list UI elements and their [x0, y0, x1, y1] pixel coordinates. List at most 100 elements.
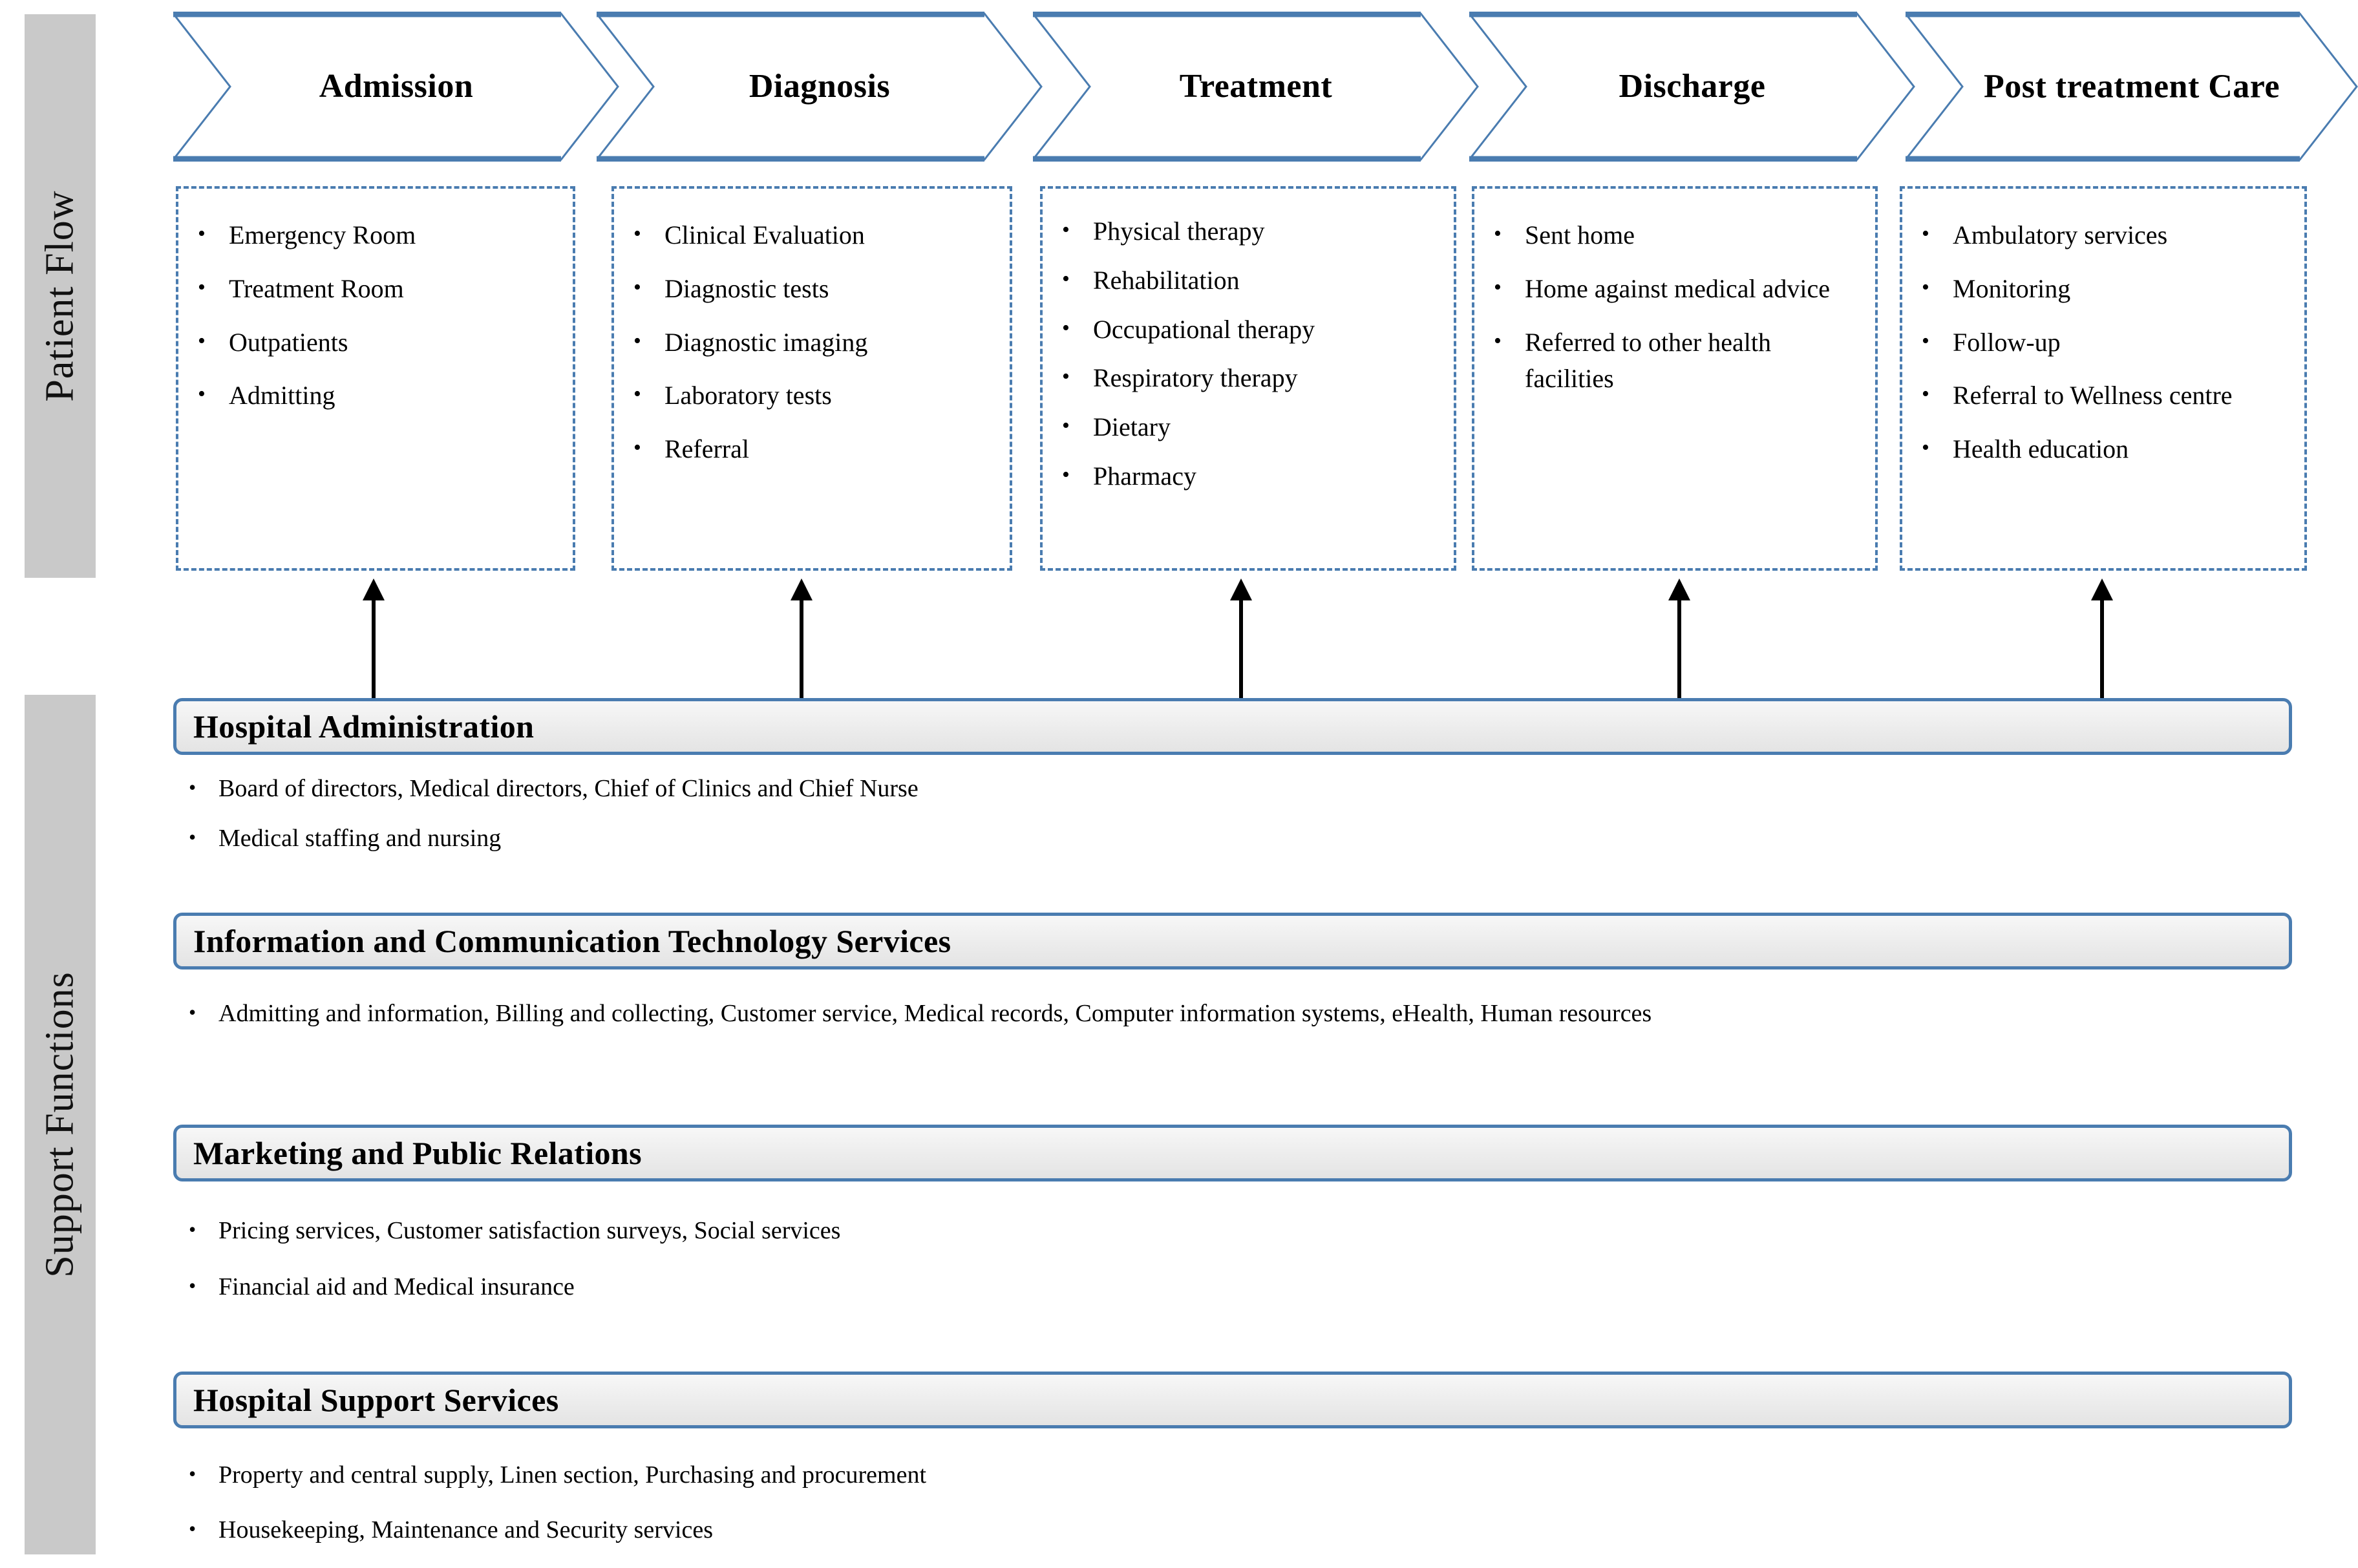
support-to-stage-arrow — [2100, 598, 2104, 703]
list-item: •Outpatients — [198, 324, 557, 361]
list-item: •Board of directors, Medical directors, … — [189, 772, 2292, 806]
stage-item-list: •Clinical Evaluation •Diagnostic tests •… — [614, 189, 1010, 468]
stage-chevron-discharge[interactable]: Discharge — [1469, 12, 1915, 162]
list-item: •Rehabilitation — [1062, 262, 1438, 299]
chevron-shape-icon — [1469, 12, 1915, 162]
bullet-icon: • — [1062, 218, 1070, 242]
bullet-icon: • — [189, 1001, 197, 1024]
stage-detail-box-treatment: •Physical therapy •Rehabilitation •Occup… — [1040, 186, 1456, 571]
stage-chevron-label: Admission — [319, 67, 474, 105]
bullet-icon: • — [198, 328, 206, 353]
support-item-list: •Pricing services, Customer satisfaction… — [173, 1181, 2292, 1304]
list-item: •Dietary — [1062, 409, 1438, 446]
bullet-icon: • — [1494, 328, 1502, 353]
bullet-icon: • — [1062, 315, 1070, 340]
bullet-icon: • — [633, 275, 641, 299]
support-group-title: Hospital Support Services — [193, 1382, 559, 1418]
bullet-icon: • — [1062, 414, 1070, 438]
list-item: •Respiratory therapy — [1062, 360, 1438, 397]
stage-item-list: •Emergency Room •Treatment Room •Outpati… — [178, 189, 573, 414]
list-item: •Diagnostic tests — [633, 271, 994, 308]
bullet-icon: • — [633, 328, 641, 353]
support-group-hospital-support-services: Hospital Support Services •Property and … — [173, 1372, 2292, 1563]
band-patient-flow-label: Patient Flow — [37, 190, 82, 402]
support-to-stage-arrow — [372, 598, 376, 703]
support-group-header[interactable]: Information and Communication Technology… — [173, 913, 2292, 969]
list-item: •Medical staffing and nursing — [189, 821, 2292, 856]
stage-detail-box-discharge: •Sent home •Home against medical advice … — [1472, 186, 1878, 571]
stage-item-list: •Ambulatory services •Monitoring •Follow… — [1902, 189, 2304, 468]
list-item: •Referred to other health facilities — [1494, 324, 1860, 398]
stage-chevron-post-treatment-care[interactable]: Post treatment Care — [1906, 12, 2358, 162]
bullet-icon: • — [1922, 328, 1929, 353]
list-item: •Treatment Room — [198, 271, 557, 308]
list-item: •Physical therapy — [1062, 213, 1438, 250]
support-to-stage-arrow — [1677, 598, 1681, 703]
bullet-icon: • — [189, 1517, 197, 1541]
bullet-icon: • — [1922, 382, 1929, 407]
support-to-stage-arrow — [1239, 598, 1243, 703]
bullet-icon: • — [189, 776, 197, 799]
band-support-functions-label: Support Functions — [37, 971, 82, 1278]
list-item: •Financial aid and Medical insurance — [189, 1270, 2292, 1304]
bullet-icon: • — [1062, 462, 1070, 487]
support-group-marketing-public-relations: Marketing and Public Relations •Pricing … — [173, 1125, 2292, 1320]
bullet-icon: • — [189, 1274, 197, 1298]
bullet-icon: • — [1922, 275, 1929, 299]
bullet-icon: • — [198, 275, 206, 299]
support-to-stage-arrow — [800, 598, 803, 703]
stage-chevron-row: Admission Diagnosis Treatment Discharge — [173, 12, 2358, 162]
bullet-icon: • — [633, 436, 641, 460]
bullet-icon: • — [198, 382, 206, 407]
support-item-list: •Admitting and information, Billing and … — [173, 969, 2292, 1031]
bullet-icon: • — [1062, 266, 1070, 291]
stage-item-list: •Sent home •Home against medical advice … — [1474, 189, 1875, 397]
list-item: •Follow-up — [1922, 324, 2289, 361]
bullet-icon: • — [1922, 436, 1929, 460]
list-item: •Laboratory tests — [633, 377, 994, 414]
list-item: •Ambulatory services — [1922, 217, 2289, 254]
support-group-header[interactable]: Hospital Support Services — [173, 1372, 2292, 1428]
stage-detail-box-admission: •Emergency Room •Treatment Room •Outpati… — [176, 186, 575, 571]
support-group-header[interactable]: Hospital Administration — [173, 698, 2292, 755]
list-item: •Health education — [1922, 431, 2289, 468]
bullet-icon: • — [198, 222, 206, 246]
band-patient-flow: Patient Flow — [25, 14, 96, 578]
stage-chevron-label: Discharge — [1619, 67, 1766, 105]
band-support-functions: Support Functions — [25, 695, 96, 1554]
support-item-list: •Board of directors, Medical directors, … — [173, 755, 2292, 856]
support-group-hospital-administration: Hospital Administration •Board of direct… — [173, 698, 2292, 871]
chevron-shape-icon — [173, 12, 619, 162]
stage-chevron-label: Diagnosis — [749, 67, 891, 105]
stage-detail-box-diagnosis: •Clinical Evaluation •Diagnostic tests •… — [611, 186, 1012, 571]
support-group-ict-services: Information and Communication Technology… — [173, 913, 2292, 1046]
bullet-icon: • — [1494, 222, 1502, 246]
list-item: •Property and central supply, Linen sect… — [189, 1458, 2292, 1492]
stage-chevron-admission[interactable]: Admission — [173, 12, 619, 162]
bullet-icon: • — [189, 825, 197, 849]
stage-chevron-treatment[interactable]: Treatment — [1033, 12, 1479, 162]
bullet-icon: • — [189, 1462, 197, 1485]
chevron-shape-icon — [1906, 12, 2358, 162]
bullet-icon: • — [633, 222, 641, 246]
bullet-icon: • — [189, 1218, 197, 1241]
list-item: •Emergency Room — [198, 217, 557, 254]
list-item: •Occupational therapy — [1062, 312, 1438, 348]
stage-chevron-label: Treatment — [1179, 67, 1333, 105]
list-item: •Sent home — [1494, 217, 1860, 254]
stage-item-list: •Physical therapy •Rehabilitation •Occup… — [1043, 189, 1454, 495]
support-group-header[interactable]: Marketing and Public Relations — [173, 1125, 2292, 1181]
list-item: •Home against medical advice — [1494, 271, 1860, 308]
bullet-icon: • — [1922, 222, 1929, 246]
list-item: •Referral — [633, 431, 994, 468]
bullet-icon: • — [1062, 365, 1070, 389]
stage-chevron-diagnosis[interactable]: Diagnosis — [597, 12, 1043, 162]
list-item: •Admitting — [198, 377, 557, 414]
stage-chevron-label: Post treatment Care — [1983, 68, 2280, 105]
list-item: •Referral to Wellness centre — [1922, 377, 2289, 414]
chevron-shape-icon — [1033, 12, 1479, 162]
list-item: •Diagnostic imaging — [633, 324, 994, 361]
list-item: •Pricing services, Customer satisfaction… — [189, 1214, 2292, 1248]
list-item: •Pharmacy — [1062, 458, 1438, 495]
support-group-title: Marketing and Public Relations — [193, 1135, 642, 1171]
